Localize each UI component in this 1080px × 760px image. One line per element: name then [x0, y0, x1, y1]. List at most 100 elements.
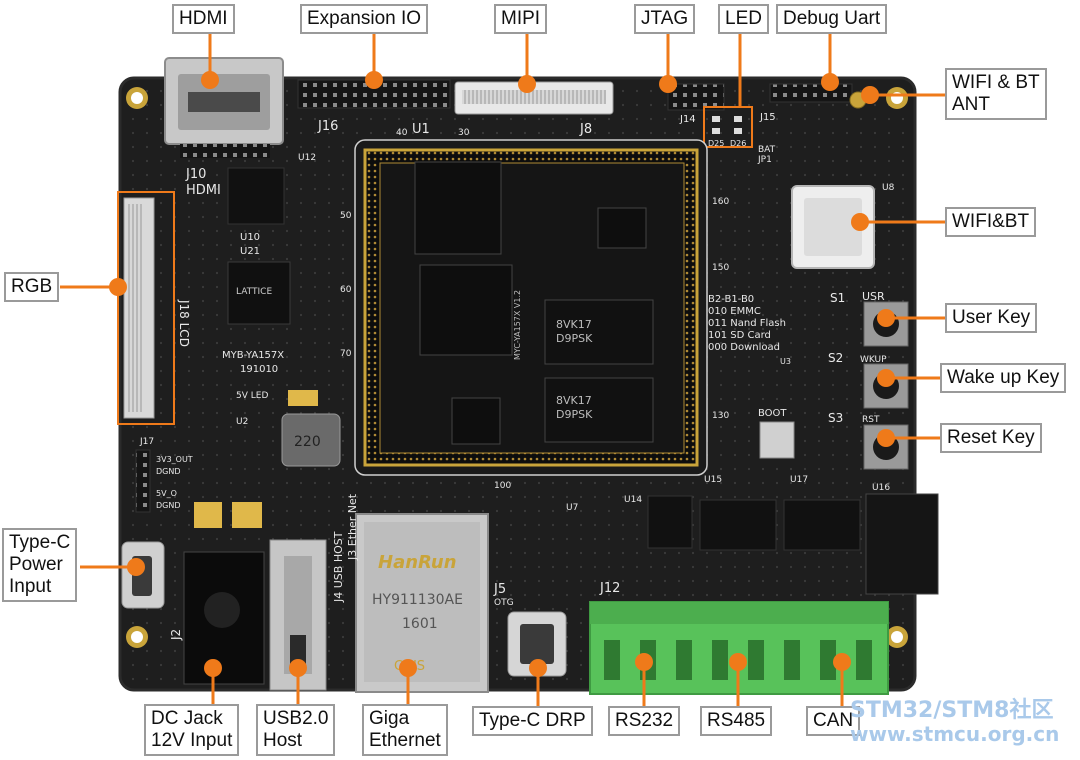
- silk-n150: 150: [712, 263, 729, 273]
- label-usb-host-line2: Host: [263, 730, 303, 751]
- silk-rst: RST: [862, 415, 880, 425]
- mipi-connector: [454, 81, 614, 115]
- inductor: [281, 413, 341, 467]
- jtag-header: [667, 83, 725, 111]
- silk-n160: 160: [712, 197, 729, 207]
- label-led: LED: [718, 4, 769, 34]
- label-usb-host-line1: USB2.0: [263, 708, 329, 729]
- rj45-brand: HanRun: [378, 552, 457, 573]
- silk-u1: U1: [412, 122, 430, 137]
- silk-j15: J15: [759, 112, 776, 123]
- silk-3v3-out: 3V3_OUT: [156, 455, 193, 464]
- silk-u16: U16: [872, 483, 890, 493]
- som-module: [354, 139, 708, 476]
- watermark-title: STM32/STM8社区: [850, 698, 1054, 723]
- label-usb-host: USB2.0 Host: [256, 704, 336, 756]
- label-wake-up-key: Wake up Key: [940, 363, 1067, 393]
- led-area: [703, 106, 753, 148]
- silk-usr: USR: [862, 290, 885, 303]
- silk-j5: J5: [493, 582, 506, 597]
- silk-n40: 40: [396, 128, 408, 138]
- label-jtag: JTAG: [634, 4, 696, 34]
- rj45-code: 1601: [402, 616, 438, 632]
- silk-u7: U7: [566, 503, 578, 513]
- silk-dgnd-1: DGND: [156, 467, 181, 476]
- label-rgb: RGB: [4, 272, 60, 302]
- silk-u3: U3: [780, 357, 791, 366]
- label-wifi-bt-ant: WIFI & BT ANT: [945, 68, 1047, 120]
- label-wifi-bt: WIFI&BT: [945, 207, 1037, 237]
- silk-lattice: LATTICE: [236, 287, 272, 297]
- silkscreen: J16 U1 J8 J14 J15 J10 HDMI U10 U21 U12 L…: [139, 112, 895, 674]
- silk-s2: S2: [828, 351, 843, 365]
- silk-board-date: 191010: [240, 364, 278, 375]
- label-reset-key: Reset Key: [940, 423, 1042, 453]
- chip-mem2: 8VK17: [556, 394, 592, 407]
- silk-u12: U12: [298, 153, 316, 163]
- silk-n130: 130: [712, 411, 729, 421]
- silk-bat: BAT: [758, 145, 776, 155]
- silk-hdmi: HDMI: [186, 183, 221, 198]
- debug-uart-header: [769, 83, 853, 103]
- label-giga-ethernet: Giga Ethernet: [362, 704, 448, 756]
- label-rs485: RS485: [700, 706, 773, 736]
- silk-j18: J18 LCD: [177, 299, 191, 347]
- chip-mem1: 8VK17: [556, 318, 592, 331]
- chip-som: MYC-YA157X V1.2: [513, 290, 522, 360]
- silk-n60: 60: [340, 285, 352, 295]
- chip-mem1b: D9PSK: [556, 332, 593, 345]
- lattice-chip: [227, 261, 291, 325]
- silk-d25: D25: [708, 139, 724, 148]
- label-rs232: RS232: [608, 706, 681, 736]
- rgb-lcd-connector: [117, 191, 175, 425]
- silk-u15: U15: [704, 475, 722, 485]
- silk-j4: J4 USB HOST: [332, 531, 345, 603]
- label-dc-jack-line1: DC Jack: [151, 708, 223, 729]
- silk-boot-0: B2-B1-B0: [708, 294, 754, 305]
- silk-board-name: MYB-YA157X: [222, 350, 284, 361]
- silk-d26: D26: [730, 139, 746, 148]
- watermark-url: www.stmcu.org.cn: [850, 722, 1060, 746]
- label-debug-uart: Debug Uart: [776, 4, 888, 34]
- hdmi-connector: [164, 57, 284, 158]
- silk-boot-1: 010 EMMC: [708, 306, 761, 317]
- silk-j16: J16: [317, 119, 338, 134]
- silk-u21: U21: [240, 246, 260, 257]
- label-giga-ethernet-line1: Giga: [369, 708, 410, 729]
- silk-jp1: JP1: [757, 155, 772, 165]
- label-dc-jack: DC Jack 12V Input: [144, 704, 240, 756]
- silk-n30: 30: [458, 128, 470, 138]
- silk-boot: BOOT: [758, 408, 787, 419]
- label-type-c-power-line3: Input: [9, 576, 52, 597]
- silk-n100: 100: [494, 481, 511, 491]
- silk-j8: J8: [579, 122, 592, 137]
- silk-wkup: WKUP: [860, 355, 887, 365]
- silk-j14: J14: [679, 114, 696, 125]
- silk-j2: J2: [169, 629, 183, 641]
- label-user-key: User Key: [945, 303, 1038, 333]
- label-dc-jack-line2: 12V Input: [151, 730, 233, 751]
- label-type-c-power-line2: Power: [9, 554, 63, 575]
- rj45-model: HY911130AE: [372, 592, 463, 608]
- label-hdmi: HDMI: [172, 4, 235, 34]
- label-wifi-bt-ant-line2: ANT: [952, 94, 990, 115]
- silk-u17: U17: [790, 475, 808, 485]
- hdmi-bridge-chip: [227, 167, 285, 225]
- silk-u8: U8: [882, 183, 895, 193]
- terminal-block: [589, 601, 889, 695]
- label-mipi: MIPI: [494, 4, 548, 34]
- silk-s1: S1: [830, 291, 845, 305]
- chip-mem2b: D9PSK: [556, 408, 593, 421]
- silk-5v-o: 5V_O: [156, 489, 177, 498]
- silk-n70: 70: [340, 349, 352, 359]
- silk-j17: J17: [139, 437, 154, 447]
- rj45-port: [355, 513, 489, 693]
- silk-u10: U10: [240, 232, 260, 243]
- silk-s3: S3: [828, 411, 843, 425]
- silk-j12: J12: [599, 581, 620, 596]
- label-wifi-bt-ant-line1: WIFI & BT: [952, 72, 1040, 93]
- wifi-bt-module: [791, 185, 875, 269]
- silk-dgnd-2: DGND: [156, 501, 181, 510]
- silk-j3: J3 Ether Net: [346, 493, 359, 561]
